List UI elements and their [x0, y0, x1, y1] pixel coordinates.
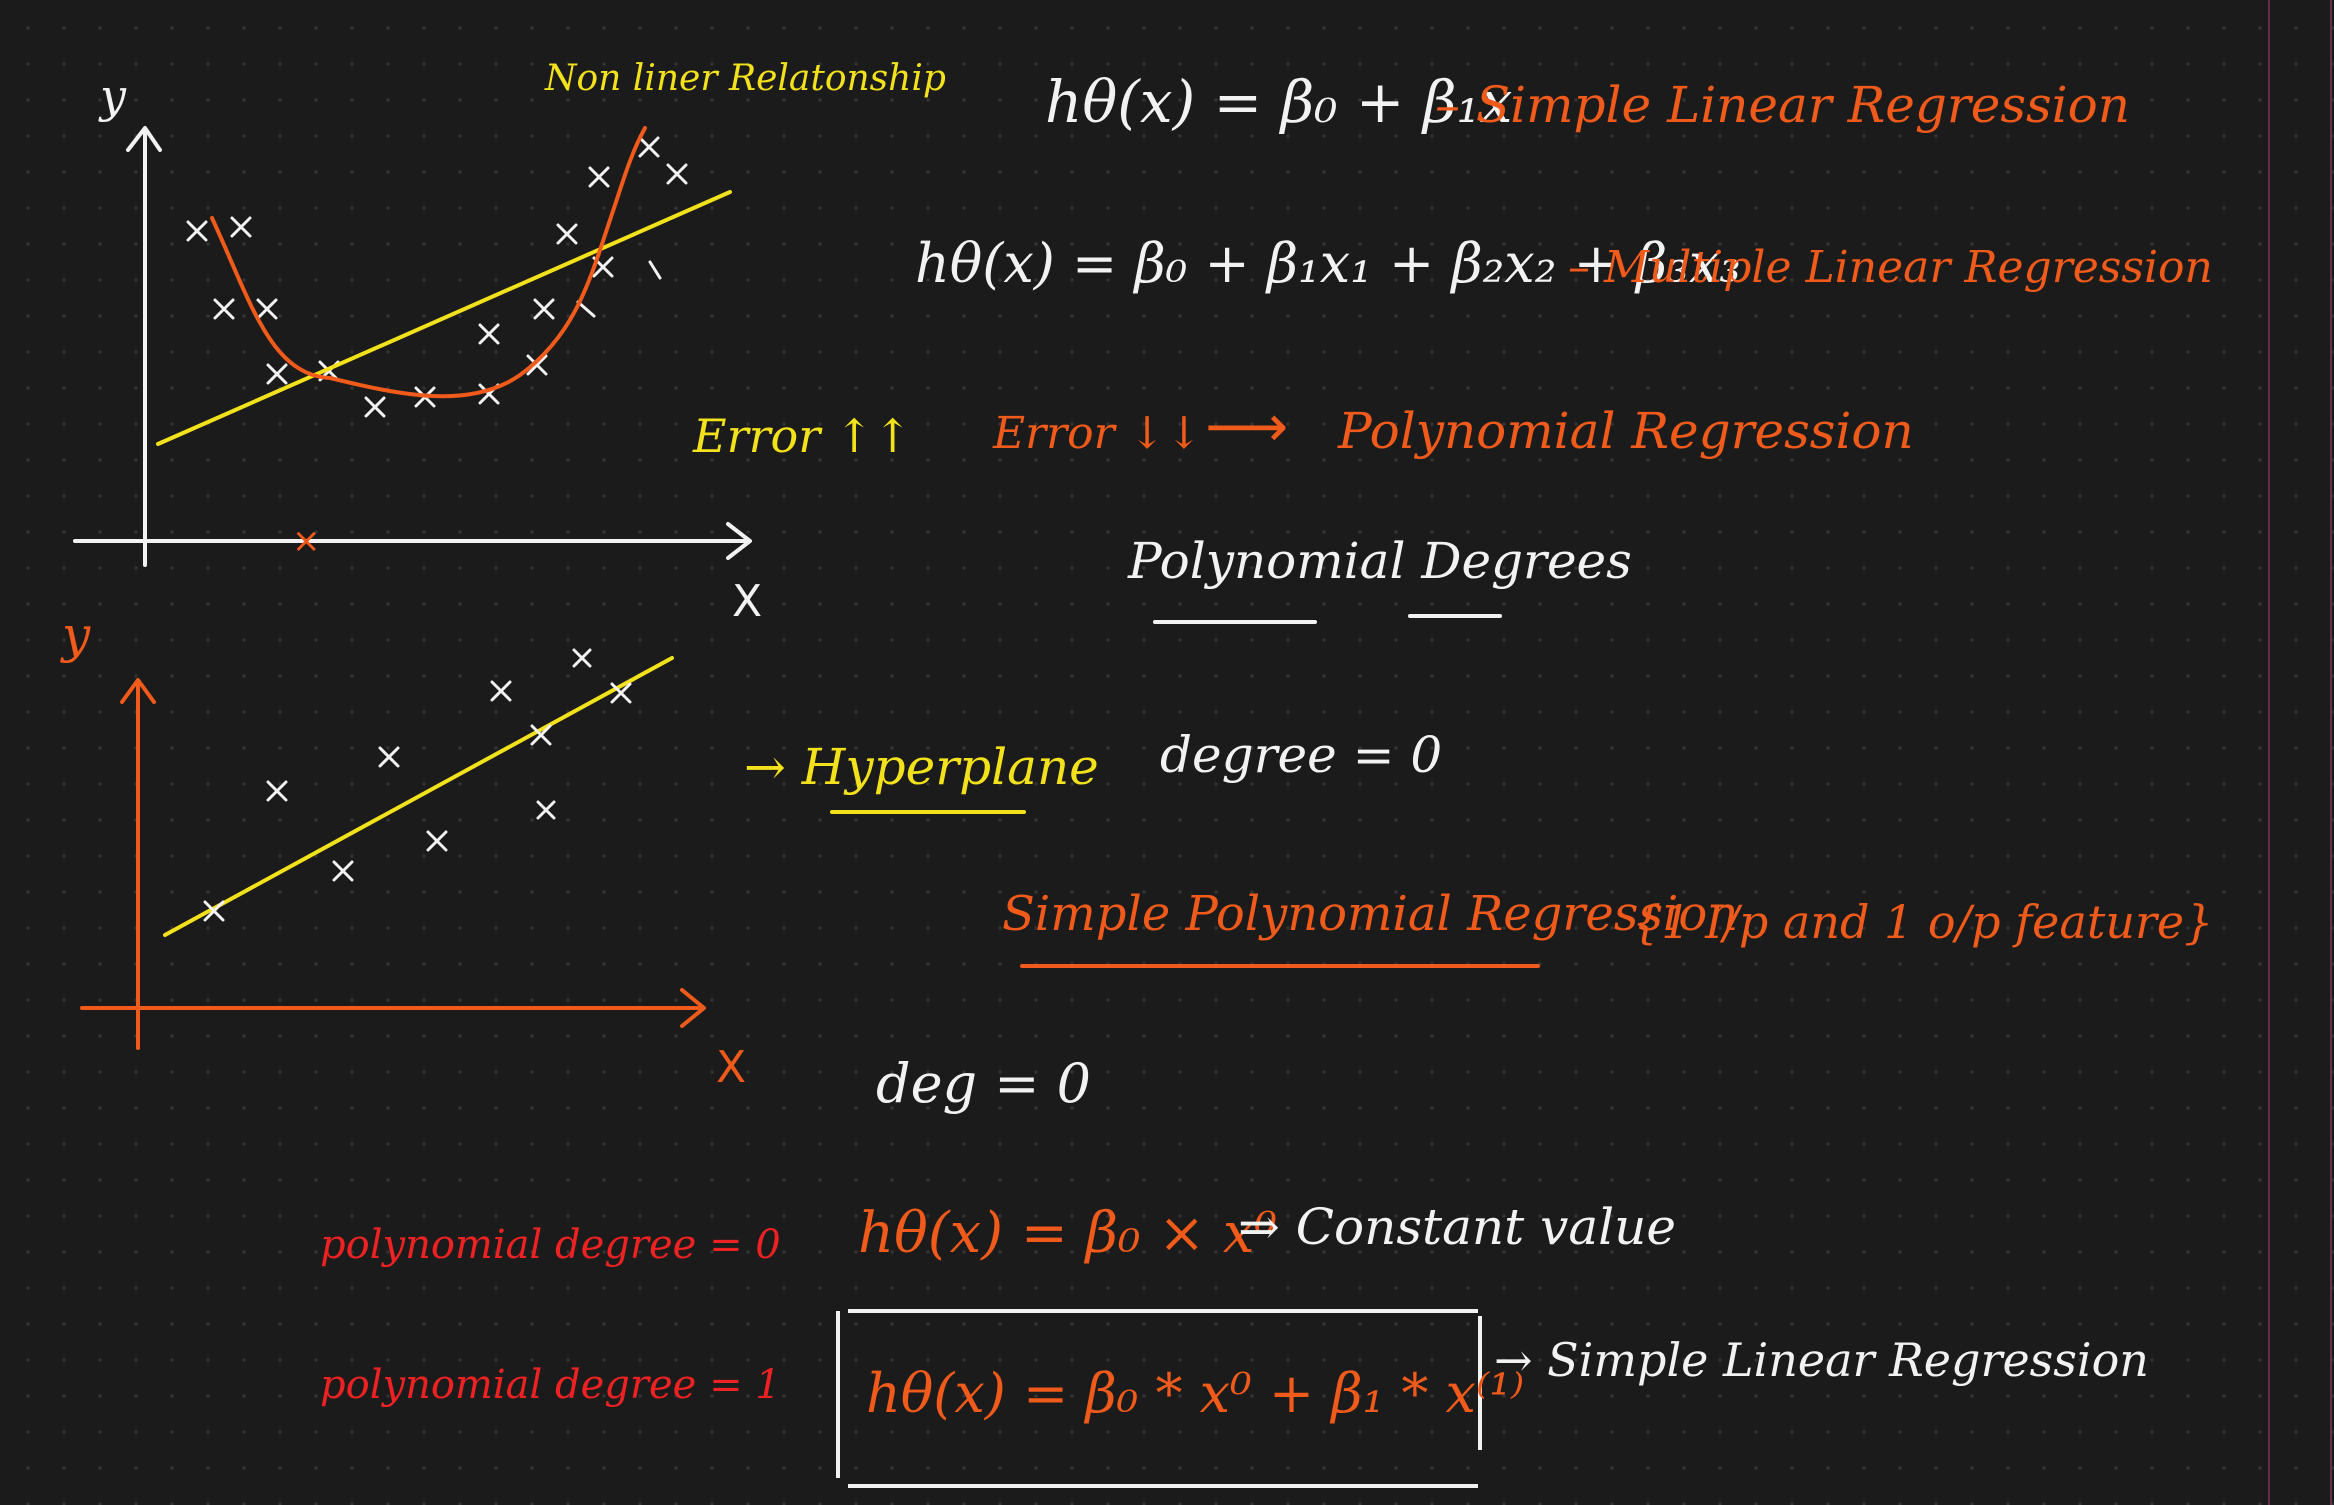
bottom-chart-point [426, 830, 448, 852]
bottom-chart-point [530, 724, 552, 746]
poly-degree-0-label: polynomial degree = 0 [320, 1222, 781, 1268]
top-chart-polynomial-fit-curve [210, 126, 647, 399]
constant-value-label: ⇒ Constant value [1238, 1198, 1676, 1256]
far-right-page-edge [2330, 0, 2332, 1505]
error-low-label: Error ↓↓ [992, 408, 1202, 459]
top-chart-point [478, 323, 500, 345]
simple-linear-name: – Simple Linear Regression [1435, 76, 2130, 134]
polynomial-regression-label: Polynomial Regression [1337, 402, 1914, 460]
top-chart-point [648, 260, 662, 280]
bottom-chart-regression-line [163, 656, 674, 937]
top-chart-point [186, 220, 208, 242]
polynomial-degrees-heading: Polynomial Degrees [1127, 532, 1632, 590]
deg-zero-label: deg = 0 [876, 1052, 1091, 1115]
top-chart-x-arrowhead [726, 522, 752, 560]
degree-zero-label: degree = 0 [1160, 726, 1442, 784]
top-chart-point [364, 396, 386, 418]
bottom-chart-x-label: X [716, 1042, 746, 1093]
simple-polynomial-regression-label: Simple Polynomial Regression [1002, 886, 1738, 942]
top-chart-point [556, 223, 578, 245]
top-chart-point [266, 363, 288, 385]
bottom-chart-x-arrowhead [680, 988, 706, 1028]
poly-degree-0-formula: hθ(x) = β₀ × x⁰ [858, 1201, 1277, 1266]
bottom-chart-point [536, 800, 556, 820]
top-chart-point [256, 298, 278, 320]
notes: hθ(x) = β₀ + β₁x – Simple Linear Regress… [320, 68, 2213, 1488]
simple-linear-formula: hθ(x) = β₀ + β₁x [1045, 68, 1512, 136]
top-chart-data-points [186, 136, 688, 418]
multiple-linear-name: – Multiple Linear Regression [1568, 242, 2213, 293]
bottom-chart: y X [60, 606, 746, 1093]
bottom-chart-point [572, 648, 592, 668]
top-chart-point [638, 136, 660, 158]
bottom-chart-y-label: y [60, 606, 91, 664]
top-chart: y X × [73, 58, 946, 627]
error-high-label: Error ↑↑ [692, 409, 912, 463]
top-chart-x-axis-mark: × [292, 521, 321, 561]
bottom-chart-point [332, 860, 354, 882]
multiple-linear-formula: hθ(x) = β₀ + β₁x₁ + β₂x₂ + β₃x₃ [915, 232, 1741, 295]
simple-linear-result-label: → Simple Linear Regression [1494, 1333, 2149, 1387]
top-chart-point [230, 216, 252, 238]
bottom-chart-point [378, 746, 400, 768]
error-to-polynomial-arrow: ⟶ [1205, 392, 1288, 460]
poly-degree-1-label: polynomial degree = 1 [320, 1362, 781, 1408]
bottom-chart-point [266, 780, 288, 802]
bottom-chart-point [203, 900, 225, 922]
bottom-chart-y-arrowhead [120, 678, 156, 704]
top-chart-point [666, 163, 688, 185]
io-feature-note: {1 I/p and 1 o/p feature} [1632, 895, 2213, 949]
top-chart-point [588, 166, 610, 188]
right-page-edge [2268, 0, 2270, 1505]
top-chart-point [533, 298, 555, 320]
hyperplane-label: → Hyperplane [744, 738, 1099, 796]
top-chart-point [213, 298, 235, 320]
top-chart-linear-fit-line [156, 190, 732, 446]
poly-degree-1-formula: hθ(x) = β₀ * x⁰ + β₁ * x⁽¹⁾ [866, 1362, 1524, 1425]
top-chart-y-label: y [98, 69, 127, 123]
top-chart-point [526, 354, 548, 376]
bottom-chart-point [610, 682, 632, 704]
top-chart-x-label: X [732, 576, 762, 627]
bottom-chart-point [490, 680, 512, 702]
top-chart-title: Non liner Relatonship [544, 58, 946, 99]
top-chart-y-arrowhead [126, 126, 162, 152]
bottom-chart-data-points [203, 648, 632, 922]
